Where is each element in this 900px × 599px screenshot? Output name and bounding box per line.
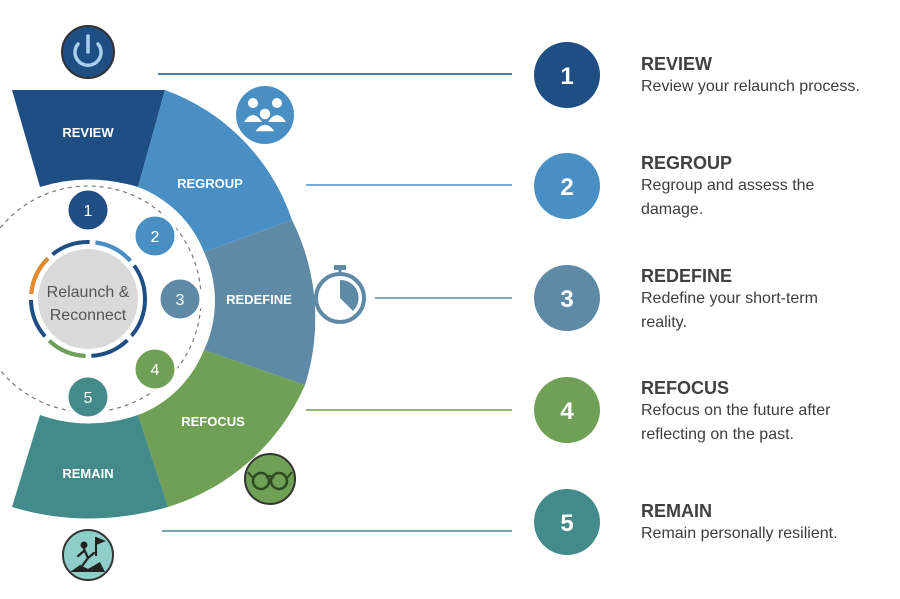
center-badge: Relaunch & Reconnect	[29, 240, 147, 358]
small-number-5-label: 5	[84, 390, 93, 407]
people-group-icon	[236, 86, 294, 144]
climber-flag-icon	[62, 529, 114, 581]
small-number-2: 2	[132, 213, 178, 259]
step-desc-5: Remain personally resilient.	[641, 525, 838, 542]
step-text-2: REGROUP Regroup and assess the damage.	[641, 152, 851, 222]
step-desc-2: Regroup and assess the damage.	[641, 177, 815, 218]
segment-label-refocus: REFOCUS	[181, 414, 245, 429]
small-number-3: 3	[157, 276, 203, 322]
glasses-icon	[244, 453, 296, 505]
step-number-5-label: 5	[560, 510, 573, 537]
step-number-4-label: 4	[560, 398, 574, 425]
segment-regroup	[138, 90, 292, 252]
segment-label-review: REVIEW	[62, 125, 114, 140]
small-number-1: 1	[65, 187, 111, 233]
step-text-4: REFOCUS Refocus on the future after refl…	[641, 377, 881, 447]
step-number-5: 5	[534, 489, 600, 555]
connector-lines	[158, 73, 512, 532]
segment-label-redefine: REDEFINE	[226, 292, 292, 307]
segment-label-remain: REMAIN	[62, 466, 113, 481]
step-text-3: REDEFINE Redefine your short-term realit…	[641, 265, 866, 335]
step-number-2: 2	[534, 153, 600, 219]
step-title-2: REGROUP	[641, 153, 733, 173]
step-number-4: 4	[534, 377, 600, 443]
step-title-3: REDEFINE	[641, 266, 733, 286]
step-number-1-label: 1	[560, 63, 573, 90]
small-number-4-label: 4	[151, 362, 160, 379]
power-icon	[61, 25, 115, 79]
segment-label-regroup: REGROUP	[177, 176, 243, 191]
step-text-5: REMAIN Remain personally resilient.	[641, 500, 891, 546]
segment-refocus	[138, 350, 305, 507]
step-title-5: REMAIN	[641, 501, 712, 521]
step-desc-4: Refocus on the future after reflecting o…	[641, 402, 831, 443]
step-number-3-label: 3	[560, 286, 573, 313]
small-number-1-label: 1	[84, 203, 93, 220]
small-number-5: 5	[65, 374, 111, 420]
center-label-line2: Reconnect	[50, 307, 127, 324]
small-number-3-label: 3	[176, 292, 185, 309]
segment-review	[12, 90, 165, 187]
center-label-line1: Relaunch &	[47, 284, 130, 301]
small-number-4: 4	[132, 346, 178, 392]
segment-redefine	[204, 220, 316, 385]
step-text-1: REVIEW Review your relaunch process.	[641, 53, 891, 99]
segment-remain	[12, 415, 168, 519]
step-title-4: REFOCUS	[641, 378, 730, 398]
step-number-1: 1	[534, 42, 600, 108]
stopwatch-icon	[314, 265, 366, 324]
step-desc-3: Redefine your short-term reality.	[641, 290, 818, 331]
step-number-2-label: 2	[560, 174, 573, 201]
step-title-1: REVIEW	[641, 54, 713, 74]
step-number-3: 3	[534, 265, 600, 331]
small-number-2-label: 2	[151, 229, 160, 246]
step-desc-1: Review your relaunch process.	[641, 78, 860, 95]
